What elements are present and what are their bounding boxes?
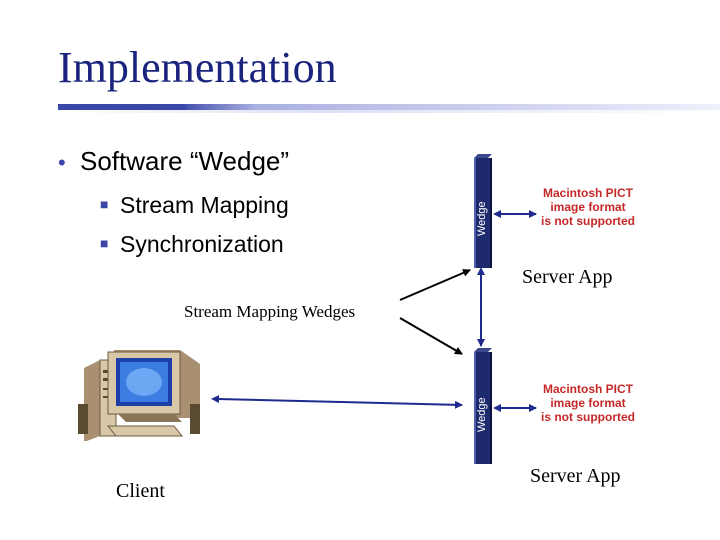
wedge-top: Wedge [474, 158, 492, 268]
server-image-top: Macintosh PICT image format is not suppo… [540, 186, 636, 228]
pict-line-1: Macintosh PICT [542, 186, 633, 200]
server-image-bottom: Macintosh PICT image format is not suppo… [540, 382, 636, 424]
wedge-top-label: Wedge [476, 201, 488, 236]
slide-title: Implementation [58, 43, 337, 92]
stream-mapping-wedges-label: Stream Mapping Wedges [184, 302, 356, 321]
bullet-main-text: Software “Wedge” [80, 146, 290, 176]
pict-line-2: image format [550, 396, 626, 410]
title-underline-shadow [58, 110, 720, 113]
wedge-bottom-cap-icon [474, 348, 492, 352]
bullet-sub-2: ■ Synchronization [100, 231, 284, 258]
bullet-sub-1: ■ Stream Mapping [100, 192, 289, 219]
bullet-main: • Software “Wedge” [58, 146, 289, 177]
title-underline-accent [58, 104, 186, 110]
computer-icon [78, 350, 200, 441]
title-underline [58, 104, 720, 110]
wedge-bottom-label: Wedge [476, 397, 488, 432]
bullet-dot-icon: • [58, 150, 66, 175]
bullet-square-icon: ■ [100, 235, 109, 251]
wedge-bottom: Wedge [474, 352, 492, 464]
pict-line-1: Macintosh PICT [542, 382, 633, 396]
server-app-bottom-label: Server App [530, 465, 621, 487]
client-wedge-arrow [211, 395, 463, 409]
bullet-sub-2-text: Synchronization [120, 231, 284, 257]
pict-line-3: is not supported [541, 410, 635, 424]
pict-line-3: is not supported [541, 214, 635, 228]
label-pointer-top [399, 269, 471, 301]
bullet-square-icon: ■ [100, 196, 109, 212]
wedge-top-cap-icon [474, 154, 492, 158]
label-pointer-bottom [399, 317, 463, 355]
pict-line-2: image format [550, 200, 626, 214]
bullet-sub-1-text: Stream Mapping [120, 192, 289, 218]
server-app-top-label: Server App [522, 266, 613, 288]
client-label: Client [116, 480, 165, 502]
